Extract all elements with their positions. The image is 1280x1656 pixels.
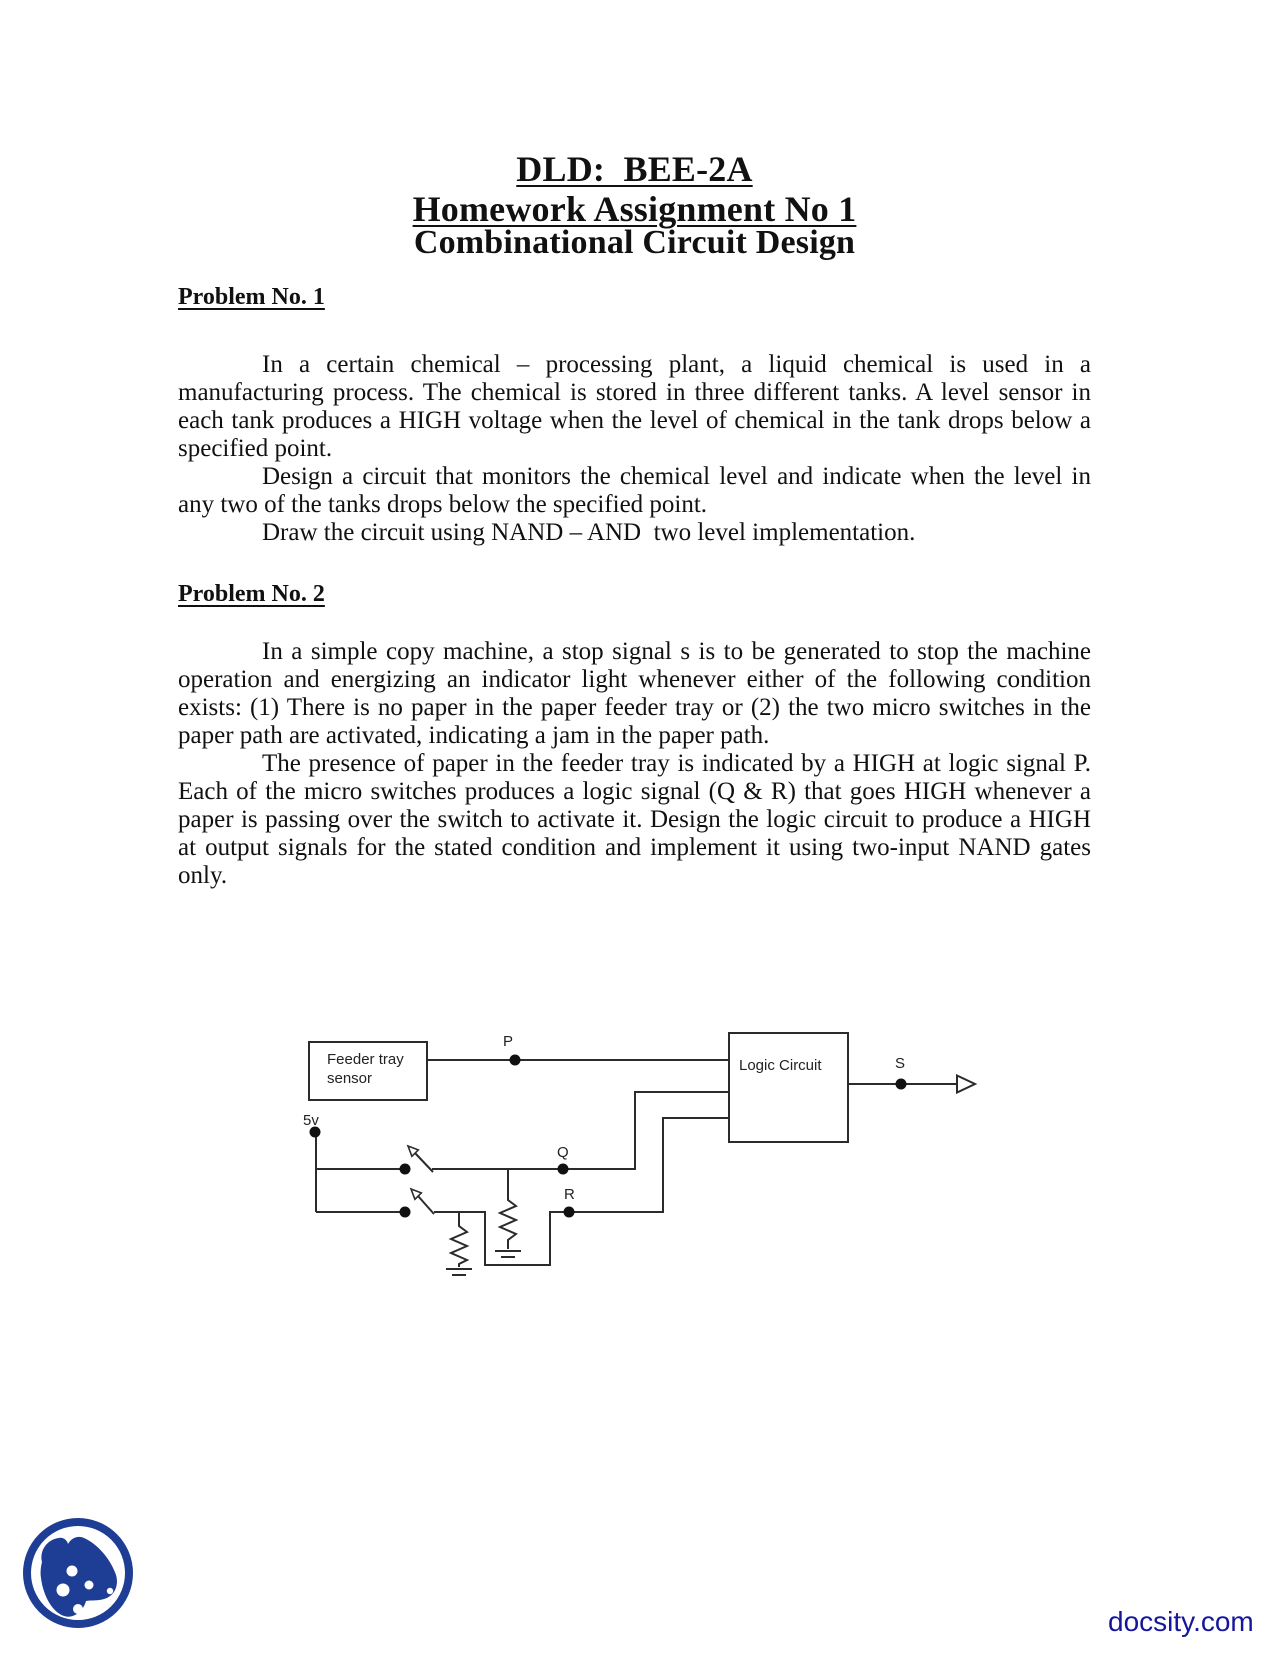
- problem1-paragraph-2: Design a circuit that monitors the chemi…: [178, 463, 1098, 518]
- switch1-contact-dot: [399, 1163, 411, 1175]
- copy-machine-circuit-diagram: Feeder tray sensor Logic Circuit P Q R S…: [303, 1032, 978, 1276]
- logo-ring: [23, 1518, 133, 1628]
- problem2-paragraph-1: In a simple copy machine, a stop signal …: [178, 638, 1098, 749]
- resistor1: [497, 1169, 519, 1249]
- switch2-contact-dot: [399, 1206, 411, 1218]
- logo-blob: [40, 1536, 117, 1617]
- node-5v-dot: [309, 1126, 321, 1138]
- problem1-body: In a certain chemical – processing plant…: [178, 351, 1091, 547]
- supply-label-5v: 5v: [303, 1112, 319, 1129]
- wire-r: [434, 1117, 729, 1266]
- feeder-box-label-line1: Feeder tray: [327, 1051, 404, 1068]
- signal-label-s: S: [895, 1055, 905, 1072]
- problem2-paragraph-2: The presence of paper in the feeder tray…: [178, 750, 1098, 889]
- logic-circuit-box: [728, 1032, 849, 1143]
- resistor2: [448, 1212, 470, 1267]
- docsity-link[interactable]: docsity.com: [1108, 1606, 1254, 1637]
- title-assignment: Homework Assignment No 1: [412, 189, 857, 229]
- node-q-dot: [557, 1163, 569, 1175]
- ground2-icon: [446, 1268, 472, 1276]
- ground1-icon: [495, 1250, 521, 1258]
- signal-label-p: P: [503, 1033, 513, 1050]
- problem1-heading: Problem No. 1: [178, 284, 325, 310]
- connection-dots: [309, 1054, 907, 1218]
- switch2-arrow-icon: [409, 1187, 423, 1201]
- logic-box-label: Logic Circuit: [739, 1057, 822, 1074]
- circuit-wires: [315, 1059, 957, 1276]
- docsity-logo-icon: [23, 1518, 133, 1628]
- problem2-body: In a simple copy machine, a stop signal …: [178, 638, 1091, 890]
- switch1-arrow-icon: [406, 1144, 420, 1158]
- signal-label-r: R: [564, 1186, 575, 1203]
- node-s-dot: [895, 1078, 907, 1090]
- switch1-arm: [414, 1152, 434, 1173]
- problem2-heading: Problem No. 2: [178, 581, 325, 607]
- problem1-paragraph-3: Draw the circuit using NAND – AND two le…: [262, 519, 916, 546]
- problem1-paragraph-1: In a certain chemical – processing plant…: [178, 351, 1098, 462]
- signal-label-q: Q: [557, 1144, 569, 1161]
- switch2-arm: [417, 1195, 435, 1215]
- wire-q: [432, 1091, 729, 1170]
- title-subject: Combinational Circuit Design: [413, 224, 856, 261]
- feeder-box-label-line2: sensor: [327, 1070, 372, 1087]
- node-p-dot: [509, 1054, 521, 1066]
- title-course: DLD: BEE-2A: [516, 149, 753, 189]
- node-r-dot: [563, 1206, 575, 1218]
- feeder-tray-sensor-box: [308, 1041, 428, 1101]
- logo-dots: [56, 1565, 114, 1614]
- output-arrow-icon: [956, 1073, 978, 1095]
